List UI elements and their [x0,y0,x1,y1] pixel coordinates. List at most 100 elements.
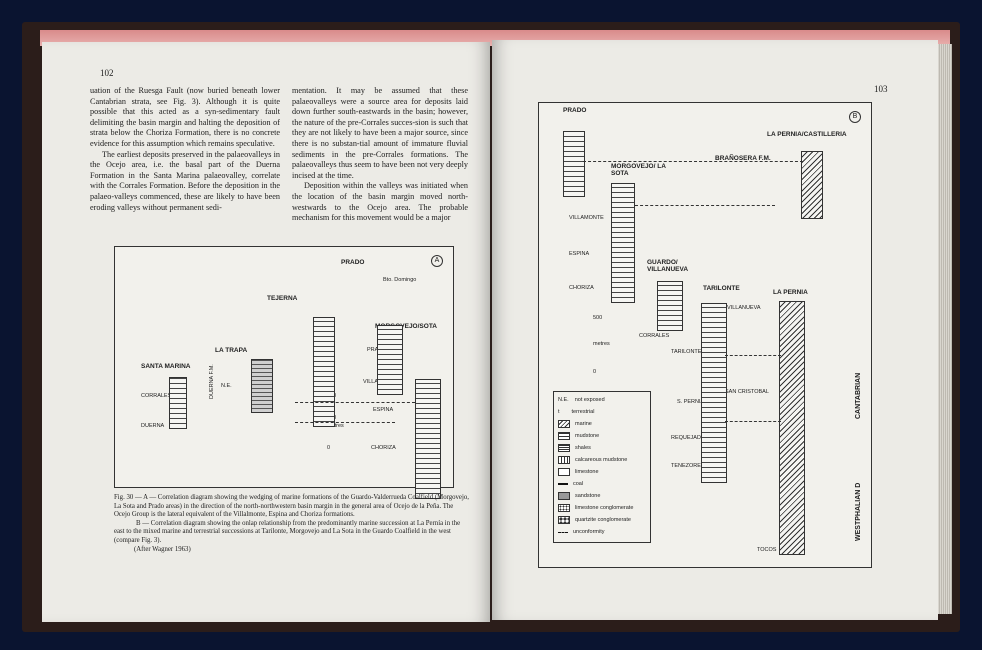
legend-label: limestone conglomerate [575,505,634,511]
legend-row: quartzite conglomerate [558,516,631,524]
strat-column-prado [377,325,403,395]
figure-label: GUARDO/ VILLANUEVA [647,259,689,273]
left-page: 102 uation of the Ruesga Fault (now buri… [42,42,490,622]
figure-label: CANTABRIAN [855,372,862,419]
figure-label: BRAÑOSERA F.M. [715,155,771,162]
figure-label: VILLAMONTE [569,215,604,221]
strat-column-la-trapa [251,359,273,413]
legend-swatch [558,504,570,512]
strat-column-tejerna [313,317,335,427]
text-column-2: mentation. It may be assumed that these … [292,86,468,224]
legend-row: marine [558,420,592,428]
legend-row: mudstone [558,432,599,440]
paragraph: mentation. It may be assumed that these … [292,86,468,180]
figure-label: TOCOS [757,547,777,553]
figure-label: N.E. [221,383,232,389]
legend-swatch [558,444,570,452]
figure-label: PRADO [341,259,365,266]
figure-label: Bto. Domingo [383,277,417,283]
figure-label: TEJERNA [267,295,298,302]
legend-label: not exposed [574,397,605,403]
correlation-line [635,205,775,206]
figure-label: CHORIZA [371,445,396,451]
strat-column-prado [563,131,585,197]
legend-row: unconformity [558,528,605,536]
legend-swatch [558,420,570,428]
figure-label: MORGOVEJO/SOTA [375,323,437,330]
legend-label: calcareous mudstone [575,457,628,463]
legend-row: limestone [558,468,599,476]
legend-label: coal [573,481,584,487]
figure-label: DUERNA F.M. [209,364,215,399]
legend-symbol: N.E. [558,397,569,403]
strat-column-tarilonte [701,303,727,483]
figure-label: LA PERNIA/CASTILLERIA [767,131,847,138]
figure-label: PRADO [367,347,387,353]
paragraph: The earliest deposits preserved in the p… [90,149,280,212]
strat-column-morgovejo [611,183,635,303]
legend-label: quartzite conglomerate [575,517,631,523]
legend-row: sandstone [558,492,600,500]
figure-label: REQUEJADA [671,435,705,441]
strat-column-la-pernia [779,301,805,555]
figure-legend: N.E. not exposed t terrestrial marine muds… [553,391,651,543]
legend-row: N.E. not exposed [558,396,605,404]
figure-label: SANTA MARINA [141,363,191,370]
legend-swatch [558,432,570,440]
figure-label: LA TRAPA [215,347,248,354]
legend-row: coal [558,480,583,488]
figure-a: A PRADO Bto. Domingo TEJERNA MORGOVEJO/S… [114,246,454,499]
caption-b: B — Correlation diagram showing the onla… [114,519,461,544]
legend-swatch [558,483,568,485]
strat-column-morgovejo [415,379,441,499]
legend-label: terrestrial [571,409,595,415]
figure-label: SAN CRISTOBAL [725,389,769,395]
panel-letter-b: B [849,111,861,123]
legend-swatch [558,468,570,476]
page-number-left: 102 [100,68,114,78]
caption-a: Fig. 30 — A — Correlation diagram showin… [114,494,469,519]
legend-symbol: t [558,409,560,415]
figure-b: B PRADO LA PERNIA/CASTILLERIA MORGOVEJO/… [538,102,872,568]
legend-row: calcareous mudstone [558,456,627,464]
figure-label: TARILONTE [671,349,702,355]
figure-label: CORRALES [141,393,172,399]
scale-label: metres [593,341,610,347]
figure-label: WESTPHALIAN D [855,482,862,541]
legend-label: marine [575,421,592,427]
legend-label: mudstone [575,433,600,439]
legend-label: shales [575,445,591,451]
legend-row: t terrestrial [558,408,594,416]
figure-label: CORRALES [639,333,670,339]
strat-column-santa-marina [169,377,187,429]
legend-swatch [558,531,568,533]
legend-swatch [558,456,570,464]
correlation-line [725,421,781,422]
correlation-line [295,422,395,423]
legend-row: shales [558,444,591,452]
figure-label: S. PERNIA [677,399,705,405]
paragraph: Deposition within the valleys was initia… [292,181,468,223]
figure-label: TENEZORES [671,463,705,469]
figure-label: TARILONTE [703,285,740,292]
panel-letter-a: A [431,255,443,267]
legend-swatch [558,516,570,524]
figure-label: LA PERNIA [773,289,808,296]
legend-row: limestone conglomerate [558,504,633,512]
legend-label: unconformity [573,529,605,535]
strat-column-castilleria [801,151,823,219]
figure-label: CHORIZA [569,285,594,291]
strat-column-guardo [657,281,683,331]
legend-label: limestone [575,469,599,475]
caption-source: (After Wagner 1963) [134,545,191,553]
correlation-line [295,402,415,403]
figure-caption: Fig. 30 — A — Correlation diagram showin… [114,494,470,554]
paragraph: uation of the Ruesga Fault (now buried b… [90,86,280,148]
scale-label: metres [327,423,344,429]
legend-label: sandstone [575,493,601,499]
scale-label: 500 [593,315,603,321]
figure-label: DUERNA [141,423,165,429]
page-number-right: 103 [874,84,888,94]
scale-label: 0 [593,369,597,375]
figure-label: MORGOVEJO/ LA SOTA [611,163,666,177]
